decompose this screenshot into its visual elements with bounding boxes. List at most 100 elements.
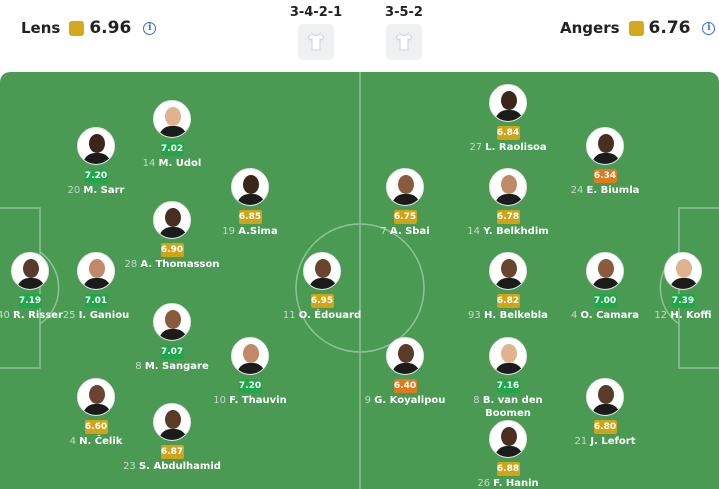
player-avatar (231, 337, 269, 375)
player-avatar (153, 201, 191, 239)
player-name: 12 H. Koffi (633, 309, 719, 322)
player-number: 14 (467, 226, 484, 237)
player-avatar (77, 378, 115, 416)
player-name-text: A.Sima (238, 226, 278, 237)
player-name-text: L. Raolisoa (485, 142, 547, 153)
player-name: 28 A. Thomasson (122, 258, 222, 271)
player-rating-badge: 6.75 (393, 210, 417, 224)
player-name-text: H. Koffi (670, 310, 712, 321)
player-number: 24 (570, 185, 587, 196)
home-info-icon[interactable]: i (143, 21, 157, 35)
player-number: 4 (570, 310, 581, 321)
player-name: 8 M. Sangare (122, 360, 222, 373)
player-number: 9 (364, 395, 375, 406)
player-name: 8 B. van den Boomen (458, 394, 558, 420)
player-avatar (489, 168, 527, 206)
player-number: 26 (477, 478, 494, 489)
player-name-text: F. Hanin (493, 478, 539, 489)
player-name-text: B. van den Boomen (482, 395, 543, 419)
player-avatar (586, 378, 624, 416)
player-name-text: S. Abdulhamid (138, 461, 221, 472)
player-number: 4 (69, 436, 80, 447)
player-name-text: O. Édouard (298, 310, 362, 321)
player-name: 4 N. Čelik (46, 435, 146, 448)
player-rating-badge: 6.40 (393, 379, 417, 393)
player-name: 24 E. Biumla (555, 184, 655, 197)
home-shirt-icon[interactable] (298, 24, 334, 60)
player-name-text: O. Camara (580, 310, 640, 321)
player-name: 9 G. Koyalipou (355, 394, 455, 407)
player-name: 4 O. Camara (555, 309, 655, 322)
home-team-rating: 6.96 (89, 18, 132, 38)
away-team-name: Angers (560, 19, 620, 37)
player-name-text: F. Thauvin (229, 395, 287, 406)
player-rating-badge: 6.85 (238, 210, 262, 224)
player-name: 20 M. Sarr (46, 184, 146, 197)
player-avatar (489, 252, 527, 290)
player-card[interactable]: 7.19 40 R. Risser (0, 252, 80, 322)
home-formation-label: 3-4-2-1 (289, 5, 343, 20)
player-rating-badge: 6.95 (310, 294, 334, 308)
away-team-summary: Angers 6.76 i (560, 17, 716, 39)
player-rating-badge: 6.60 (84, 420, 108, 434)
player-name: 27 L. Raolisoa (458, 141, 558, 154)
player-avatar (77, 127, 115, 165)
away-info-icon[interactable]: i (702, 21, 716, 35)
player-number: 40 (0, 310, 10, 321)
player-number: 8 (473, 395, 483, 406)
player-avatar (586, 252, 624, 290)
player-avatar (386, 168, 424, 206)
away-team-rating-icon (628, 20, 644, 36)
player-name: 14 M. Udol (122, 157, 222, 170)
player-avatar (664, 252, 702, 290)
away-shirt-icon[interactable] (386, 24, 422, 60)
player-number: 7 (380, 226, 390, 237)
player-number: 11 (282, 310, 299, 321)
player-rating-badge: 7.39 (671, 294, 695, 308)
away-formation: 3-5-2 (374, 5, 434, 60)
player-avatar (386, 337, 424, 375)
player-name-text: M. Udol (158, 158, 202, 169)
player-number: 25 (62, 310, 79, 321)
player-avatar (489, 84, 527, 122)
player-name: 11 O. Édouard (272, 309, 372, 322)
player-number: 27 (469, 142, 486, 153)
player-name-text: R. Risser (12, 310, 63, 321)
player-rating-badge: 7.01 (84, 294, 108, 308)
player-rating-badge: 6.80 (593, 420, 617, 434)
player-avatar (153, 100, 191, 138)
player-number: 28 (124, 259, 141, 270)
player-rating-badge: 7.00 (593, 294, 617, 308)
player-rating-badge: 7.19 (18, 294, 42, 308)
player-number: 21 (574, 436, 591, 447)
player-name-text: M. Sarr (83, 185, 125, 196)
home-formation: 3-4-2-1 (286, 5, 346, 60)
player-number: 8 (135, 361, 145, 372)
player-avatar (489, 420, 527, 458)
player-name-text: G. Koyalipou (374, 395, 446, 406)
player-name: 23 S. Abdulhamid (122, 460, 222, 473)
player-rating-badge: 7.20 (238, 379, 262, 393)
player-number: 12 (654, 310, 671, 321)
